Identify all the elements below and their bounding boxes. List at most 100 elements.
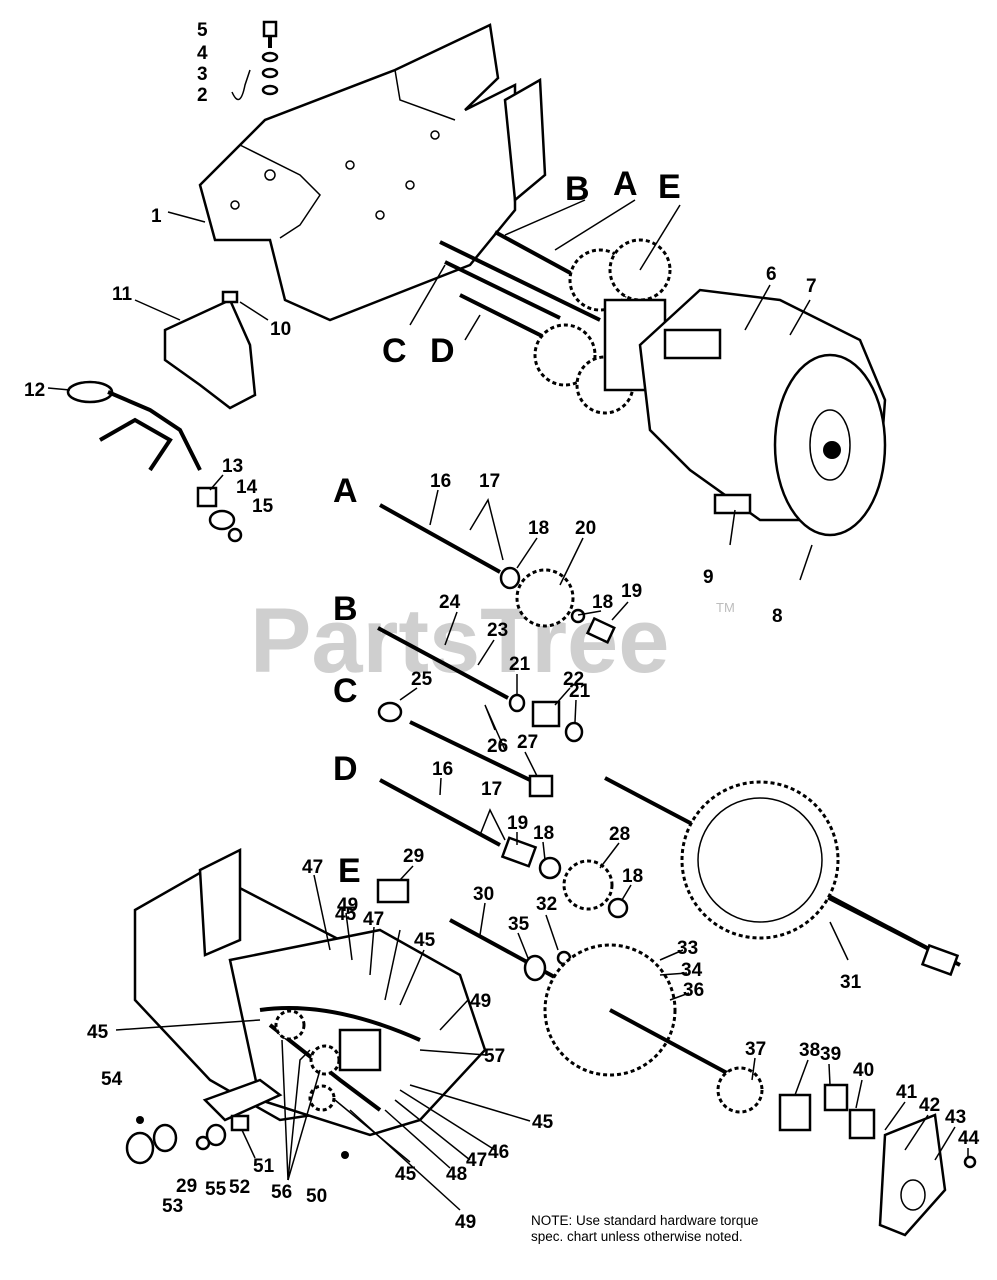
- shaft-group-a: [379, 503, 616, 644]
- leader-lines: [47, 199, 969, 1211]
- callout-1: 1: [151, 206, 162, 227]
- transmission-case: [133, 847, 487, 1137]
- callout-31: 31: [840, 972, 862, 993]
- callout-48: 48: [446, 1164, 467, 1185]
- watermark-text: PartsTree: [250, 590, 669, 692]
- watermark-trademark: TM: [716, 600, 735, 615]
- callout-38: 38: [799, 1040, 820, 1061]
- shaft-group-d: [379, 778, 629, 919]
- assembled-shafts: [439, 230, 672, 415]
- callout-16-a: 16: [430, 471, 451, 492]
- callout-8: 8: [772, 606, 783, 627]
- callout-30: 30: [473, 884, 494, 905]
- callout-37: 37: [745, 1039, 766, 1060]
- callout-17-a: 17: [479, 471, 500, 492]
- section-letter-c: C: [333, 672, 358, 710]
- callout-39: 39: [820, 1044, 841, 1065]
- callout-49-top: 49: [337, 895, 358, 916]
- callout-54: 54: [101, 1069, 123, 1090]
- section-letter-d: D: [333, 750, 358, 788]
- callout-23: 23: [487, 620, 508, 641]
- section-letter-e: E: [338, 852, 361, 890]
- callout-36: 36: [683, 980, 704, 1001]
- callout-18-d: 18: [533, 823, 554, 844]
- callout-6: 6: [766, 264, 777, 285]
- callout-27: 27: [517, 732, 538, 753]
- callout-26: 26: [487, 736, 508, 757]
- callout-16-d: 16: [432, 759, 453, 780]
- callout-55: 55: [205, 1179, 227, 1200]
- callout-17-d: 17: [481, 779, 502, 800]
- callout-29-bottom: 29: [176, 1176, 197, 1197]
- callout-42: 42: [919, 1095, 940, 1116]
- section-letter-top-e: E: [658, 168, 681, 206]
- end-plate: [778, 1083, 977, 1237]
- callout-41: 41: [896, 1082, 918, 1103]
- callout-45-right: 45: [532, 1112, 554, 1133]
- callout-32: 32: [536, 894, 557, 915]
- callout-21-b: 21: [509, 654, 531, 675]
- callout-2: 2: [197, 85, 208, 106]
- callout-49-bottom: 49: [455, 1212, 476, 1233]
- frame-housing: [198, 23, 547, 322]
- callout-10: 10: [270, 319, 291, 340]
- callout-45-upper: 45: [414, 930, 436, 951]
- callout-14: 14: [236, 477, 258, 498]
- callout-11: 11: [112, 284, 133, 305]
- callout-22: 22: [563, 669, 584, 690]
- callout-12: 12: [24, 380, 45, 401]
- callout-45-top: 45: [335, 904, 357, 925]
- callout-45-left: 45: [87, 1022, 109, 1043]
- callout-49-right: 49: [470, 991, 491, 1012]
- callout-29-top: 29: [403, 846, 424, 867]
- section-letter-top-a: A: [613, 165, 638, 203]
- callout-57: 57: [484, 1046, 505, 1067]
- hardware-stack: [231, 20, 279, 101]
- axle-assembly: [604, 776, 961, 977]
- callout-28: 28: [609, 824, 630, 845]
- callout-18-a: 18: [528, 518, 549, 539]
- callout-35: 35: [508, 914, 530, 935]
- callout-7: 7: [806, 276, 817, 297]
- callout-labels: 1 2 3 4 5 6 7 8 9 10 11 12 13 14 15 16 1…: [24, 20, 980, 1233]
- callout-21-b2: 21: [569, 681, 591, 702]
- callout-13: 13: [222, 456, 243, 477]
- callout-47-bottom: 47: [466, 1150, 487, 1171]
- callout-46: 46: [488, 1142, 509, 1163]
- callout-53: 53: [162, 1196, 183, 1217]
- section-letter-top-d: D: [430, 332, 455, 370]
- callout-51: 51: [253, 1156, 275, 1177]
- callout-19-d: 19: [507, 813, 528, 834]
- section-letter-top-b: B: [565, 170, 590, 208]
- callout-33: 33: [677, 938, 698, 959]
- callout-52: 52: [229, 1177, 250, 1198]
- section-letter-a: A: [333, 472, 358, 510]
- callout-25: 25: [411, 669, 433, 690]
- callout-9: 9: [703, 567, 714, 588]
- shaft-group-b: [377, 626, 584, 743]
- drive-shaft: [449, 918, 764, 1114]
- callout-44: 44: [958, 1128, 980, 1149]
- shaft-group-c: [377, 701, 554, 798]
- section-letter-b: B: [333, 590, 358, 628]
- callout-50: 50: [306, 1186, 327, 1207]
- callout-20: 20: [575, 518, 596, 539]
- callout-43: 43: [945, 1107, 966, 1128]
- callout-45-bottom: 45: [395, 1164, 417, 1185]
- callout-18-d2: 18: [622, 866, 643, 887]
- callout-24: 24: [439, 592, 461, 613]
- case-hardware: [125, 878, 410, 1165]
- torque-note: NOTE: Use standard hardware torque spec.…: [531, 1213, 759, 1244]
- callout-40: 40: [853, 1060, 874, 1081]
- callout-47-mid: 47: [363, 909, 384, 930]
- callout-5: 5: [197, 20, 208, 41]
- callout-15: 15: [252, 496, 274, 517]
- callout-4: 4: [197, 43, 208, 64]
- section-letter-top-c: C: [382, 332, 407, 370]
- callout-47-top: 47: [302, 857, 323, 878]
- callout-19-a: 19: [621, 581, 642, 602]
- shift-bracket: [66, 290, 257, 543]
- callout-3: 3: [197, 64, 208, 85]
- callout-34: 34: [681, 960, 703, 981]
